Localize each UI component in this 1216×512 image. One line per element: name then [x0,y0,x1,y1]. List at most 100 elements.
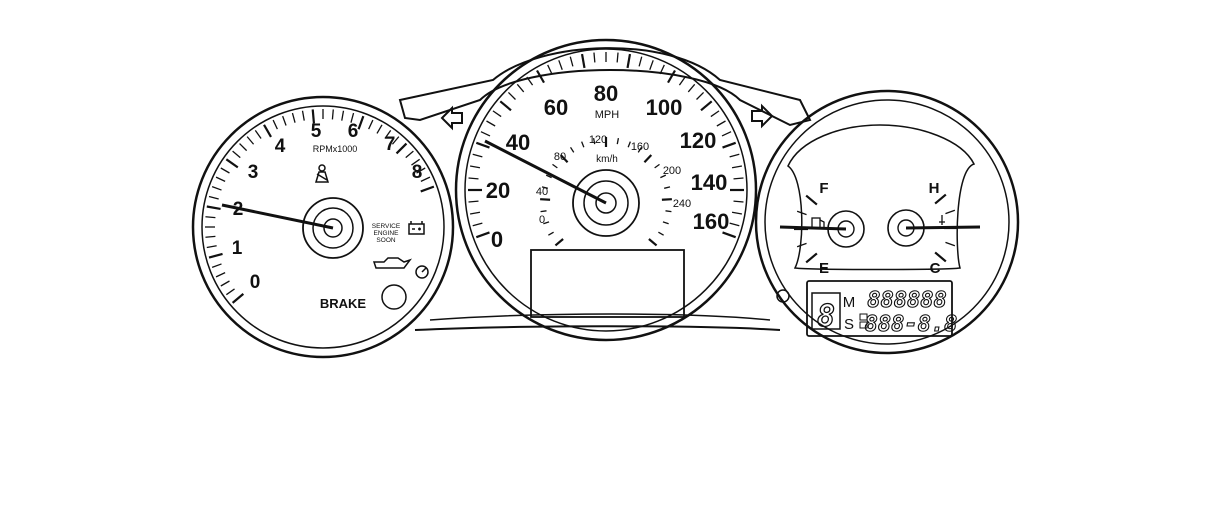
speedometer-tick [499,100,512,112]
tachometer-tick [282,115,287,126]
speedometer-tick [733,177,744,180]
mph-label-0: 0 [491,227,503,252]
tach-label-4: 4 [275,136,286,157]
tachometer-tick [246,136,255,145]
speedometer-tick [492,110,502,118]
speedometer-tick [733,200,744,203]
tachometer-tick [331,109,334,120]
speedometer-hub [572,169,640,237]
speedometer-tick [729,222,740,227]
speedometer-tick [480,131,491,137]
kmh-label-40: 40 [536,186,548,198]
speedometer-tick [678,76,686,86]
kmh-label-0: 0 [539,214,545,226]
fuel-gauge-tick [805,252,818,264]
kmh-tick [654,163,660,169]
fuel-pump-icon [811,217,825,229]
fuel-gauge-ticks [794,194,818,264]
tachometer-tick [208,252,223,259]
tachometer-tick [291,112,296,123]
kmh-tick [540,198,551,201]
speedometer-tick [593,52,596,63]
fuel-empty-label: E [819,260,829,277]
tachometer-tick [231,293,245,304]
tach-label-8: 8 [412,162,423,183]
speedometer-tick [722,231,737,239]
tachometer-tick [215,176,226,182]
tachometer-tick [225,288,235,296]
tachometer-tick [391,136,400,145]
lcd-mode-indicator-bottom [859,321,868,329]
brake-indicator-lamp [381,284,407,310]
temp-gauge-tick [934,251,947,263]
tachometer: 0 1 2 3 4 5 6 7 8 RPMx1000 SERVICE ENGIN… [191,95,455,359]
tachometer-tick [272,119,278,130]
mph-label-60: 60 [544,95,568,120]
tach-label-7: 7 [385,134,396,155]
fuel-full-label: F [819,180,828,197]
kmh-tick [552,163,558,169]
odometer-lcd: 8 M S 888888 888-8.8 [806,280,958,338]
tach-label-1: 1 [232,238,243,259]
speedometer-tick [486,120,496,127]
kmh-label-120: 120 [589,134,607,146]
kmh-tick [545,174,552,179]
speedometer-tick [526,76,534,86]
speedometer-tick [472,153,483,158]
kmh-tick [616,138,620,145]
tachometer-tick [350,112,355,123]
svg-text:SOON: SOON [376,237,395,244]
mph-label-100: 100 [646,95,683,120]
lcd-mode-indicator-top [859,313,868,321]
mph-label-120: 120 [680,128,717,153]
trip-s-label: S [844,316,854,333]
speedometer-tick [722,141,737,149]
fuel-gauge-tick [796,210,807,216]
tachometer-needle [221,203,334,230]
temp-gauge-tick [934,193,947,205]
speedometer-tick [716,120,726,127]
temp-hot-label: H [929,180,940,197]
tachometer-tick [405,150,414,159]
tachometer-tick [311,109,316,124]
tachometer-tick [205,216,216,219]
speedometer-tick [638,56,643,67]
mph-unit-label: MPH [595,109,620,121]
kmh-tick [569,146,575,153]
kmh-tick [661,198,672,201]
tach-label-0: 0 [250,272,261,293]
speedometer-tick [616,52,619,63]
speedometer-tick [547,64,553,75]
kmh-tick [660,174,667,179]
speedometer-tick [472,222,483,227]
tachometer-tick [357,115,365,130]
tachometer-tick [376,124,383,134]
tachometer-tick [254,129,262,139]
kmh-tick [637,146,643,153]
kmh-tick [643,154,653,164]
speedometer-tick [569,56,574,67]
speedometer-tick [667,69,676,84]
coolant-temp-icon [939,215,945,225]
kmh-label-160: 160 [631,141,649,153]
svg-text:ENGINE: ENGINE [374,230,400,237]
cruise-indicator-icon [415,265,429,279]
seatbelt-warning-icon [314,164,330,183]
kmh-tick [592,138,596,145]
tachometer-tick [206,245,217,249]
kmh-tick [548,231,554,236]
tachometer-tick [395,142,408,155]
speedometer-tick [687,83,696,93]
speedometer-tick [731,165,743,169]
kmh-tick [658,231,664,236]
speedometer-tick [469,211,481,215]
tachometer-tick [416,167,426,174]
speedometer: 0 20 40 60 80 100 120 140 160 MPH 0 40 8… [454,38,758,342]
tachometer-tick [239,143,248,152]
battery-warning-icon [408,221,425,235]
trip-reset-button[interactable] [776,289,790,303]
tachometer-tick [420,185,435,193]
tachometer-tick [215,272,226,278]
fuel-gauge-tick [805,194,818,206]
brake-warning-label: BRAKE [320,296,367,311]
